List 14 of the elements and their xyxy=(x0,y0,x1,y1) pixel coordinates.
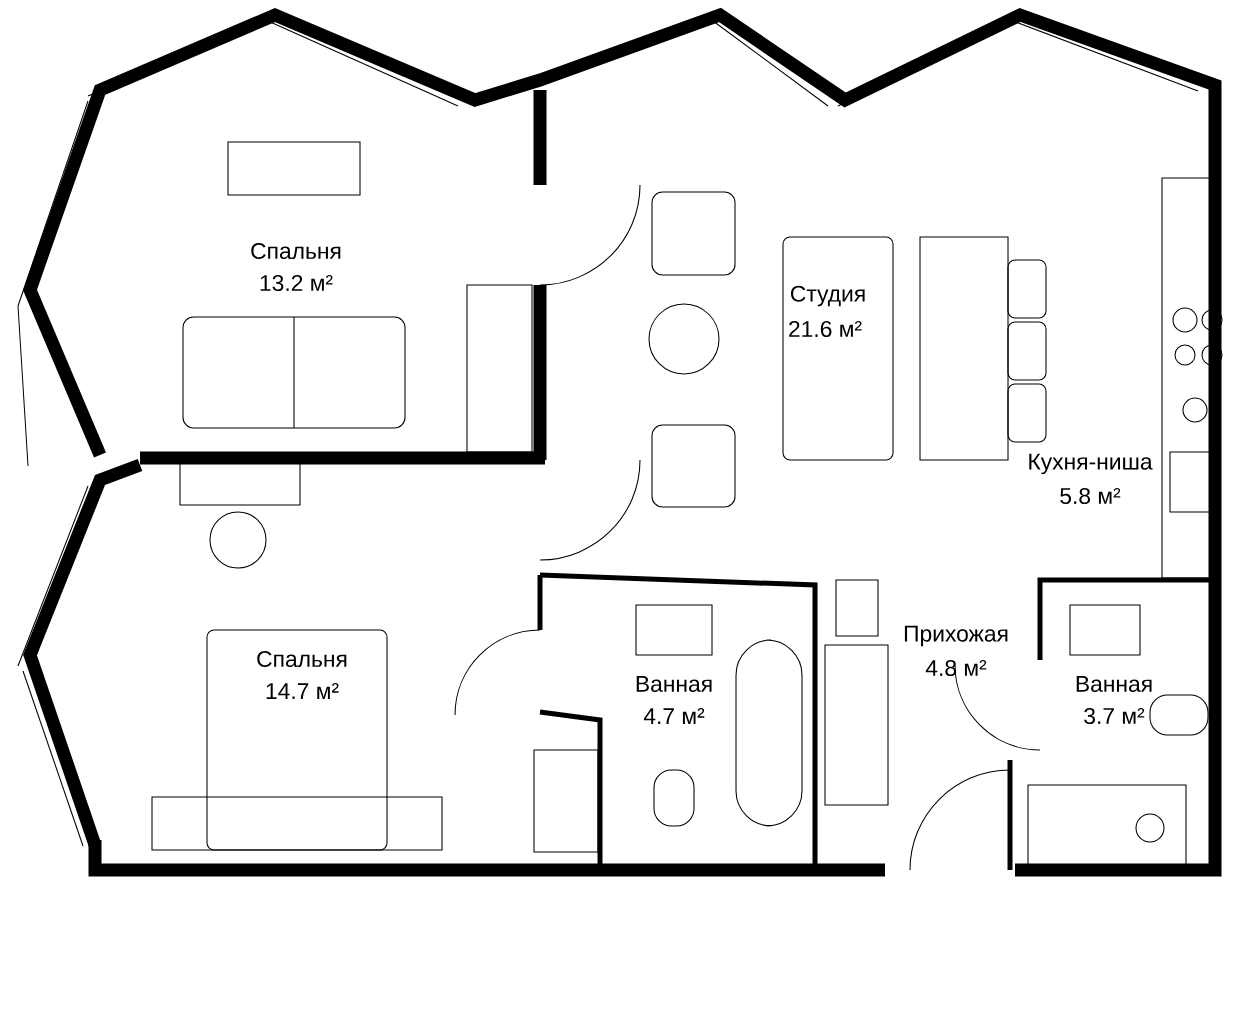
room-label: 5.8 м² xyxy=(1060,487,1121,505)
room-label: Студия xyxy=(791,285,865,307)
room-label: 4.8 м² xyxy=(925,659,987,677)
room-label: Спальня xyxy=(251,242,341,260)
room-label: Ванная xyxy=(636,676,712,692)
room-label: 13.2 м² xyxy=(260,274,333,292)
room-label: 4.7 м² xyxy=(643,708,705,724)
room-label: Кухня-ниша xyxy=(1029,453,1153,475)
room-label: Спальня xyxy=(257,650,347,668)
room-label: Ванная xyxy=(1076,676,1152,692)
room-label: 21.6 м² xyxy=(789,320,862,338)
room-label: 14.7 м² xyxy=(266,683,339,699)
room-label: 3.7 м² xyxy=(1084,707,1145,725)
room-label: Прихожая xyxy=(904,625,1008,647)
